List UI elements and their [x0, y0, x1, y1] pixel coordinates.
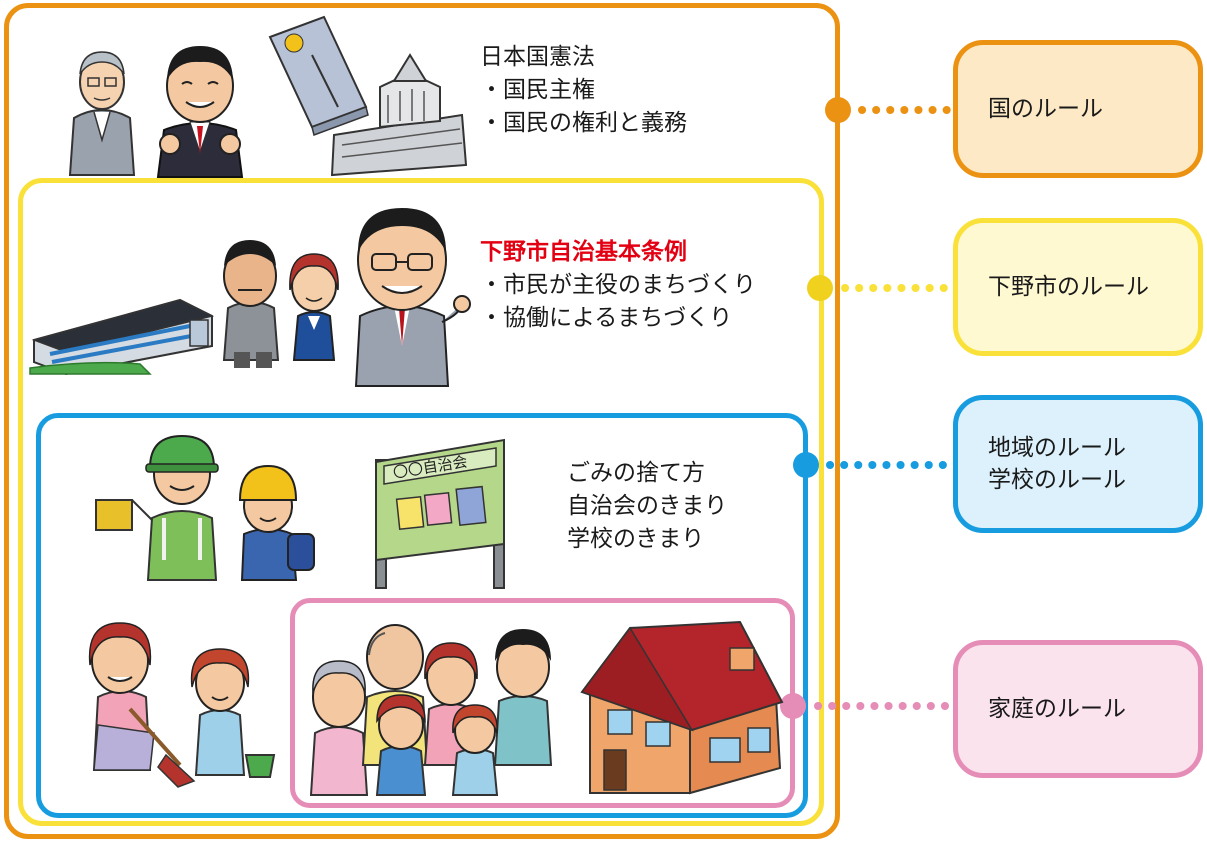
school-rule-text: 学校のルール — [988, 467, 1126, 493]
prime-minister-illustration — [156, 46, 244, 178]
region-item: 自治会のきまり — [567, 493, 728, 519]
family-rule-text: 家庭のルール — [988, 696, 1126, 722]
national-connector — [825, 97, 954, 123]
city-hall-illustration — [29, 298, 215, 376]
association-board-illustration: 〇〇自治会 — [375, 438, 505, 589]
judge-illustration — [68, 51, 136, 176]
family-connector — [780, 693, 954, 719]
cleaning-illustration — [88, 622, 276, 788]
region-item: ごみの捨て方 — [567, 460, 705, 486]
city-item: ・市民が主役のまちづくり — [480, 272, 756, 298]
region-item: 学校のきまり — [567, 526, 705, 552]
citizens-illustration — [222, 240, 339, 368]
national-rule-text: 国のルール — [988, 96, 1103, 122]
national-rule-label: 国のルール — [953, 40, 1203, 178]
constitution-diet-illustration — [268, 15, 468, 177]
crossing-guard-illustration — [95, 434, 315, 581]
city-connector — [807, 275, 954, 301]
national-heading: 日本国憲法 — [480, 44, 595, 70]
region-rule-text: 地域のルール — [988, 435, 1126, 461]
region-text: ごみの捨て方 自治会のきまり 学校のきまり — [567, 457, 727, 556]
region-school-rule-label: 地域のルール 学校のルール — [953, 395, 1203, 533]
city-item: ・協働によるまちづくり — [480, 305, 733, 331]
city-rule-text: 下野市のルール — [988, 274, 1149, 300]
city-text: 下野市自治基本条例 ・市民が主役のまちづくり ・協働によるまちづくり — [480, 236, 756, 335]
mayor-illustration — [354, 208, 471, 387]
family-rule-label: 家庭のルール — [953, 640, 1203, 778]
city-heading: 下野市自治基本条例 — [480, 239, 687, 265]
city-rule-label: 下野市のルール — [953, 218, 1203, 356]
national-item: ・国民主権 — [480, 77, 595, 103]
national-item: ・国民の権利と義務 — [480, 110, 687, 136]
region-connector — [793, 452, 954, 478]
family-illustration — [309, 624, 553, 796]
house-illustration — [580, 620, 784, 795]
national-text: 日本国憲法 ・国民主権 ・国民の権利と義務 — [480, 41, 687, 140]
